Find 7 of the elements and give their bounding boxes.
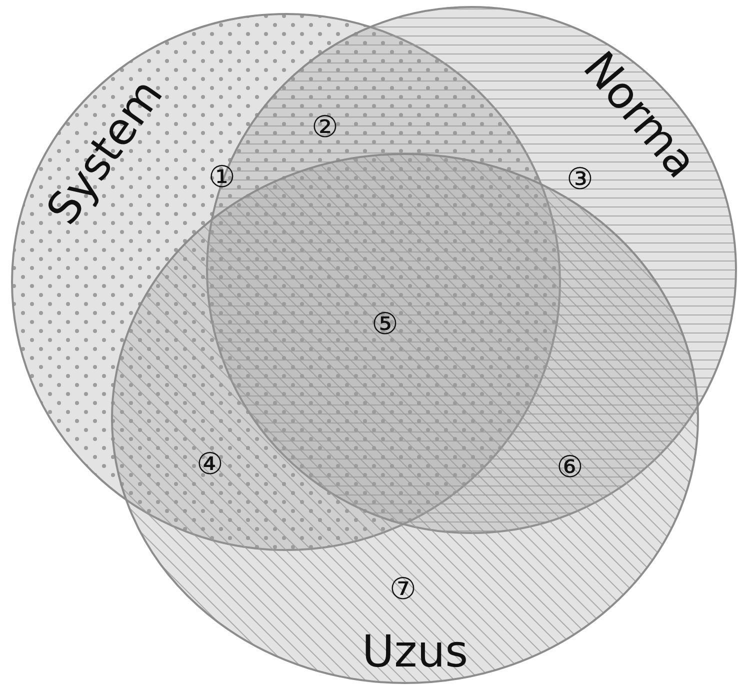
region-number: ⑥ — [556, 453, 584, 483]
region-number: ① — [208, 163, 236, 193]
region-number: ⑤ — [372, 310, 398, 340]
region-number: ④ — [196, 450, 224, 480]
set-title: Uzus — [362, 626, 468, 678]
region-number: ⑦ — [390, 575, 416, 605]
region-number: ② — [312, 113, 338, 143]
